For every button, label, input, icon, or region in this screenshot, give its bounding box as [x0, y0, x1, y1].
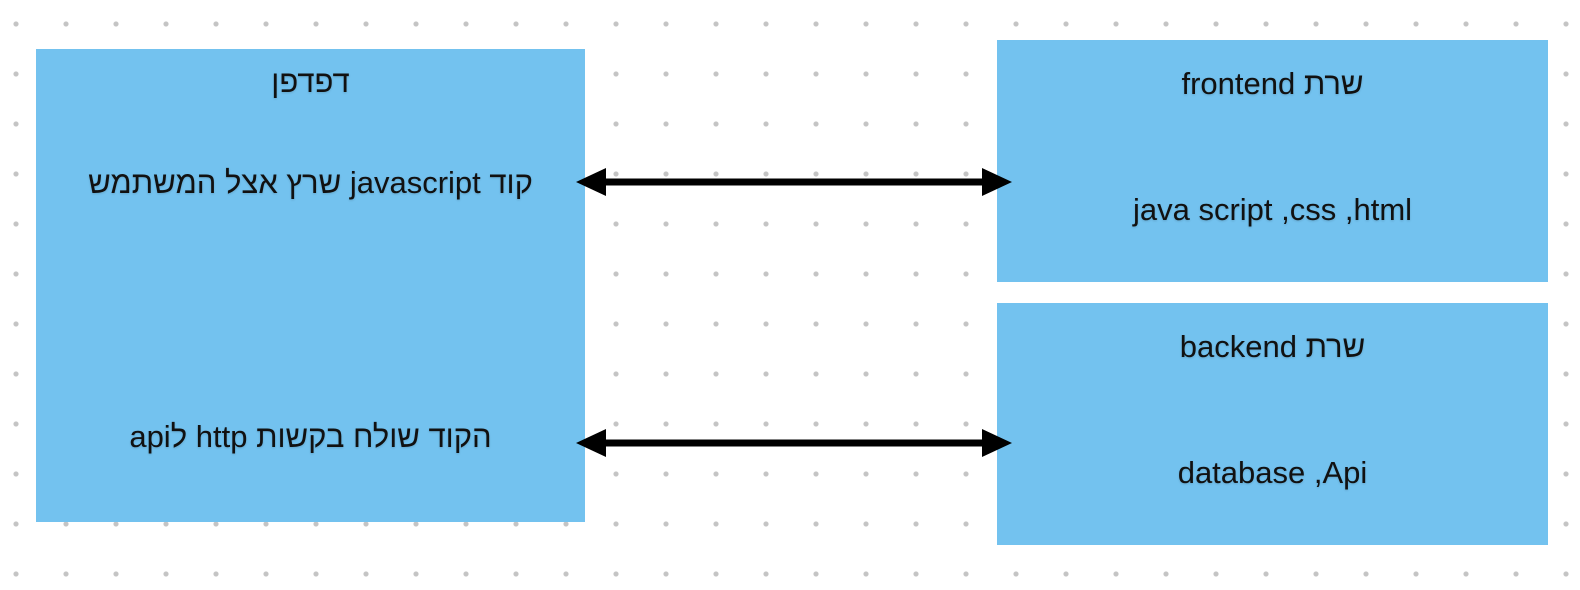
- arrow-browser-frontend[interactable]: [576, 164, 1012, 200]
- arrowhead-left-icon: [576, 168, 606, 196]
- shape-browser[interactable]: דפדפן קוד javascript שרץ אצל המשתמש הקוד…: [36, 49, 585, 522]
- shape-frontend-server[interactable]: שרת frontend java script ,css ,html: [997, 40, 1548, 282]
- arrowhead-right-icon: [982, 168, 1012, 196]
- backend-server-body: database ,Api: [1177, 455, 1368, 490]
- frontend-server-body: java script ,css ,html: [1132, 192, 1413, 227]
- browser-http-line: הקוד שולח בקשות http לapi: [129, 419, 492, 454]
- arrowhead-left-icon: [576, 429, 606, 457]
- shape-backend-server[interactable]: שרת backend database ,Api: [997, 303, 1548, 545]
- arrow-browser-backend[interactable]: [576, 425, 1012, 461]
- frontend-server-title: שרת frontend: [1181, 66, 1364, 101]
- browser-javascript-line: קוד javascript שרץ אצל המשתמש: [88, 165, 533, 200]
- browser-title: דפדפן: [271, 64, 350, 99]
- arrowhead-right-icon: [982, 429, 1012, 457]
- backend-server-title: שרת backend: [1179, 329, 1366, 364]
